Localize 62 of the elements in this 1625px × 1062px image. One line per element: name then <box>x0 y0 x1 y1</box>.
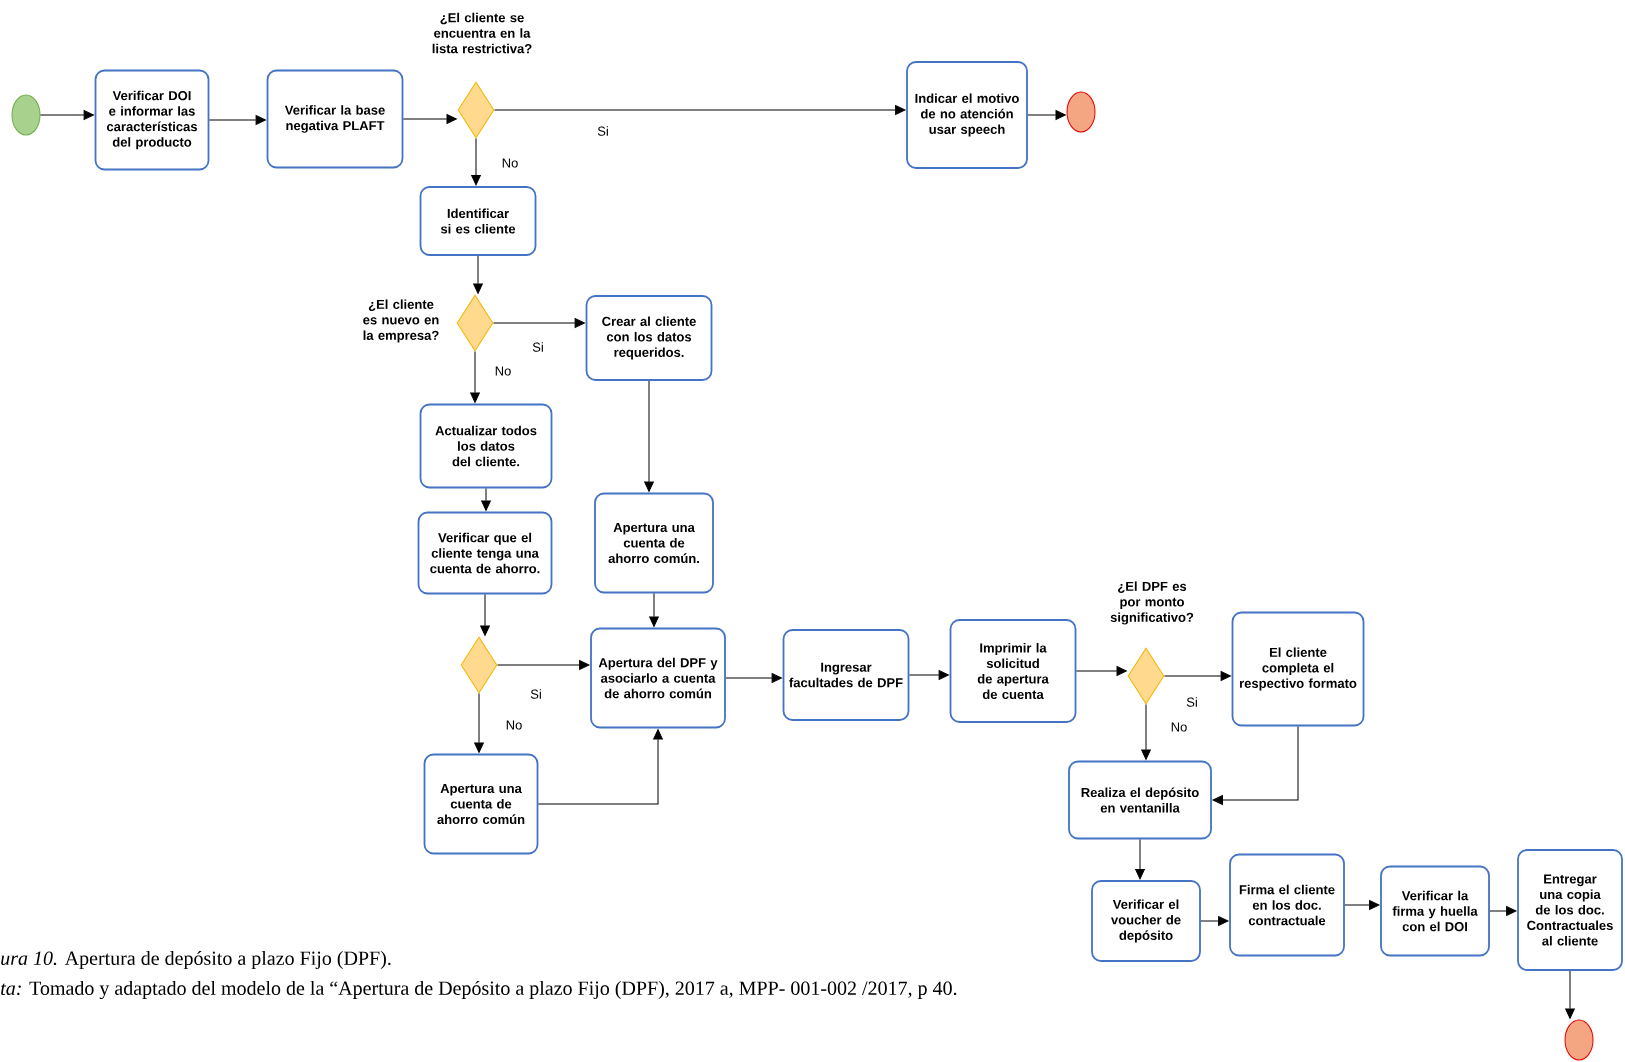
edge-label: Si <box>531 341 545 353</box>
arrow <box>1075 666 1127 676</box>
edge-label: No <box>504 719 524 731</box>
source-note: ta: Tomado y adaptado del modelo de la “Apertura de Depósito a plazo Fijo (DPF), 2017 a, MPP- 001-002 /2017, p 40. <box>1 980 957 1000</box>
arrow <box>402 114 457 124</box>
arrow <box>725 673 782 683</box>
arrow <box>471 138 481 186</box>
figure-caption: ura 10. Apertura de depósito a plazo Fijo (DPF). <box>1 950 391 970</box>
arrow <box>40 110 94 120</box>
process-box: Verificar la base negativa PLAFT <box>266 69 404 169</box>
arrow <box>481 487 491 511</box>
process-box: Apertura una cuenta de ahorro común <box>423 753 539 855</box>
arrow <box>649 592 659 627</box>
arrow <box>1200 916 1229 926</box>
arrow <box>1489 906 1517 916</box>
process-box: Verificar DOI e informar las características del producto <box>94 69 210 171</box>
arrow <box>480 593 490 636</box>
decision-question: ¿El DPF es por monto significativo? <box>1110 581 1194 625</box>
edge-label: Si <box>529 688 543 700</box>
arrow <box>644 380 654 492</box>
arrow <box>537 729 663 805</box>
start-circle <box>11 94 41 136</box>
edge-label: No <box>1169 721 1189 733</box>
process-box: Realiza el depósito en ventanilla <box>1068 760 1212 840</box>
edge-label: Si <box>596 125 610 137</box>
arrow <box>497 660 590 670</box>
process-box: Apertura una cuenta de ahorro común. <box>594 492 714 594</box>
arrow <box>1164 671 1231 681</box>
decision-question: ¿El cliente es nuevo en la empresa? <box>363 299 439 343</box>
arrow <box>1344 900 1380 910</box>
process-box: Apertura del DPF y asociarlo a cuenta de ahorro común <box>590 627 726 729</box>
edge-label: Si <box>1185 696 1199 708</box>
arrow <box>1565 970 1575 1019</box>
process-box: Indicar el motivo de no atención usar speech <box>906 61 1028 169</box>
edge-label: No <box>493 365 513 377</box>
process-box: Verificar el voucher de depósito <box>1091 880 1201 962</box>
arrow <box>1027 110 1066 120</box>
process-box: Verificar que el cliente tenga una cuenta de ahorro. <box>417 511 553 595</box>
arrow <box>474 693 484 753</box>
arrow <box>493 318 585 328</box>
arrow <box>908 670 949 680</box>
process-box: Imprimir la solicitud de apertura de cuenta <box>949 619 1077 723</box>
arrow <box>470 351 480 403</box>
process-box: Crear al cliente con los datos requeridos. <box>585 295 713 381</box>
decision-question: ¿El cliente se encuentra en la lista restrictiva? <box>432 12 532 54</box>
arrow <box>1141 704 1151 760</box>
arrow <box>1135 838 1145 880</box>
arrow <box>208 115 266 125</box>
process-box: Actualizar todos los datos del cliente. <box>419 403 553 489</box>
process-box: Ingresar facultades de DPF <box>782 629 910 721</box>
process-box: Entregar una copia de los doc. Contractuales al cliente <box>1517 849 1623 971</box>
edge-label: No <box>500 157 520 169</box>
process-box: Identificar si es cliente <box>419 186 537 256</box>
arrow <box>494 105 906 115</box>
arrow <box>1212 725 1299 805</box>
end-circle <box>1564 1019 1594 1061</box>
end-circle <box>1066 91 1096 133</box>
process-box: El cliente completa el respectivo formato <box>1231 611 1365 727</box>
arrow <box>473 255 483 294</box>
process-box: Verificar la firma y huella con el DOI <box>1380 865 1490 957</box>
decision-diamond <box>460 636 498 694</box>
process-box: Firma el cliente en los doc. contractuale <box>1229 853 1345 957</box>
